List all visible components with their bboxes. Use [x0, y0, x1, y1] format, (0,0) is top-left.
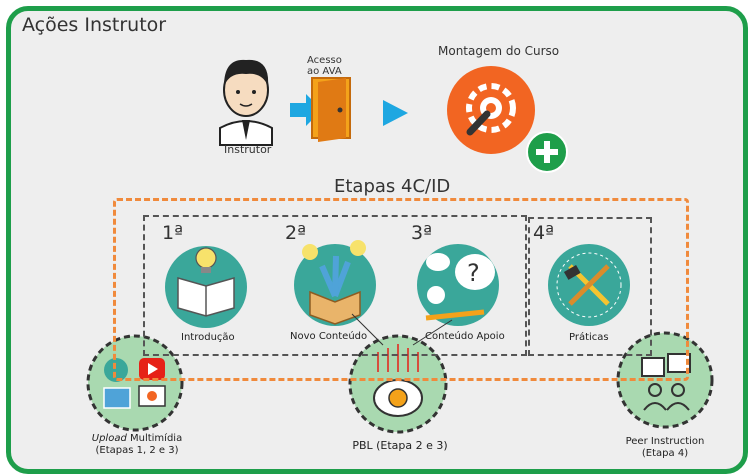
stage-2-label: Novo Conteúdo: [290, 331, 368, 342]
upload-label-rest: Multimídia: [126, 433, 183, 444]
door-icon: [290, 77, 351, 142]
thinking-head-icon: ?: [417, 244, 499, 326]
play-arrow-icon: [383, 100, 408, 126]
access-label: Acesso ao AVA: [307, 55, 357, 77]
diagram-title: Ações Instrutor: [22, 14, 167, 36]
stage-4-box: [528, 217, 652, 356]
svg-text:?: ?: [467, 259, 480, 287]
media-icon: [86, 334, 184, 432]
stages-outer-box: [113, 198, 689, 381]
stage-3-label: Conteúdo Apoio: [425, 331, 505, 342]
open-box-icon: [294, 240, 376, 326]
course-label: Montagem do Curso: [438, 44, 560, 58]
upload-label-line2: (Etapas 1, 2 e 3): [95, 445, 179, 456]
instructor-label: Instrutor: [224, 143, 272, 156]
gear-wrench-icon: [447, 66, 535, 154]
stage-3-number: 3ª: [411, 222, 433, 244]
brain-gear-icon: [348, 334, 448, 434]
stage-1-label: Introdução: [181, 332, 235, 343]
stage-4-number: 4ª: [533, 222, 555, 244]
pbl-label: PBL (Etapa 2 e 3): [352, 439, 448, 452]
upload-label: Upload Multimídia (Etapas 1, 2 e 3): [72, 433, 202, 457]
instructor-icon: [219, 59, 273, 146]
stage-2-number: 2ª: [285, 222, 307, 244]
reading-book-icon: [165, 246, 247, 328]
peer-label-line1: Peer Instruction: [625, 436, 705, 447]
access-label-line2: ao AVA: [307, 66, 342, 77]
peer-label-line2: (Etapa 4): [641, 448, 689, 459]
upload-label-em: Upload: [91, 433, 127, 444]
stage-4-label: Práticas: [569, 332, 609, 343]
tools-icon: [548, 244, 630, 326]
stages-title: Etapas 4C/ID: [334, 176, 451, 197]
stage-1-number: 1ª: [162, 222, 184, 244]
peer-label: Peer Instruction (Etapa 4): [615, 436, 715, 460]
stages-1-3-box: [143, 215, 527, 356]
access-label-line1: Acesso: [307, 55, 342, 66]
plus-icon: [526, 131, 568, 173]
